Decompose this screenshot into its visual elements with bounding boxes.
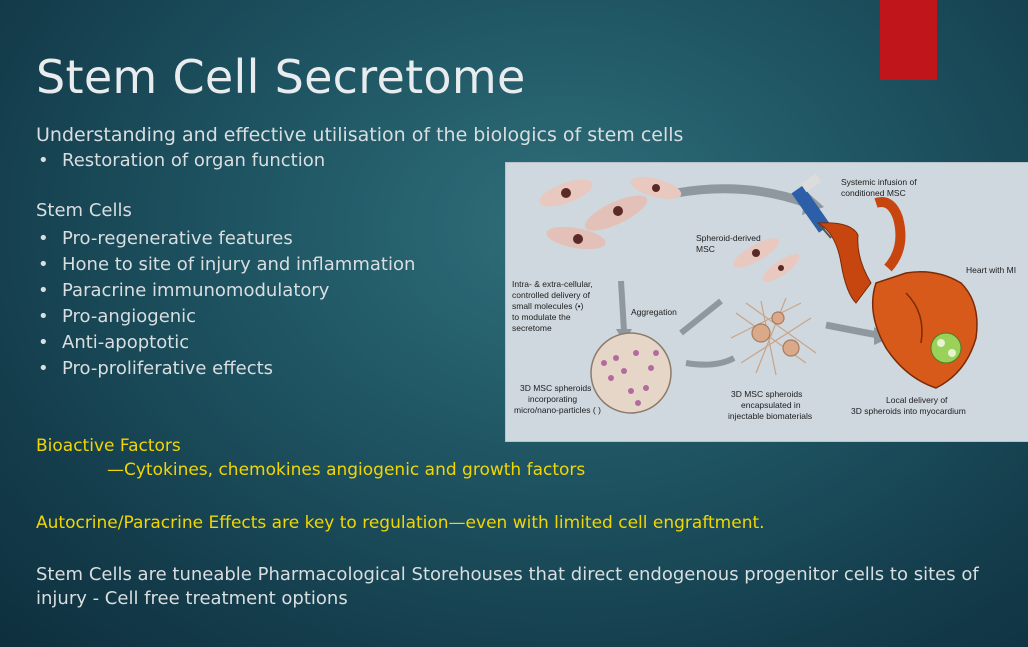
- arrow-to-derived: [679, 298, 723, 336]
- list-item: •Paracrine immunomodulatory: [36, 278, 415, 304]
- bullet-icon: •: [38, 280, 49, 301]
- bullet-icon: •: [38, 150, 49, 171]
- label-heart: Heart with MI: [966, 265, 1016, 275]
- label-intra-1: Intra- & extra-cellular,: [512, 279, 593, 289]
- bioactive-heading: Bioactive Factors: [36, 436, 181, 456]
- label-intra-4: to modulate the: [512, 312, 571, 322]
- label-local-1: Local delivery of: [886, 395, 948, 405]
- bullet-list-stem-cells: •Pro-regenerative features •Hone to site…: [36, 226, 415, 382]
- slide-subtitle: Understanding and effective utilisation …: [36, 124, 684, 146]
- label-encapsulated-1: 3D MSC spheroids: [731, 389, 802, 399]
- label-systemic-2: conditioned MSC: [841, 188, 906, 198]
- bullet-icon: •: [38, 358, 49, 379]
- autocrine-statement: Autocrine/Paracrine Effects are key to r…: [36, 513, 765, 533]
- biomaterial-mesh: [730, 297, 817, 376]
- label-encapsulated-3: injectable biomaterials: [728, 411, 812, 421]
- bullet-list-organ: •Restoration of organ function: [36, 148, 325, 174]
- accent-bar: [880, 0, 937, 80]
- label-spheroid-2: MSC: [696, 244, 715, 254]
- list-item: •Anti-apoptotic: [36, 330, 415, 356]
- bottom-statement: Stem Cells are tuneable Pharmacological …: [36, 564, 979, 609]
- heart-icon: [816, 197, 978, 389]
- bullet-icon: •: [38, 254, 49, 275]
- label-particles-1: 3D MSC spheroids: [520, 383, 591, 393]
- slide-title: Stem Cell Secretome: [36, 50, 526, 104]
- label-encapsulated-2: encapsulated in: [741, 400, 801, 410]
- arrow-to-encapsulated: [685, 355, 736, 368]
- label-particles-2: incorporating: [528, 394, 577, 404]
- msc-cells: [539, 177, 800, 282]
- figure-illustration: Systemic infusion of conditioned MSC Sph…: [512, 173, 1016, 421]
- list-item: •Hone to site of injury and inflammation: [36, 252, 415, 278]
- label-aggregation: Aggregation: [631, 307, 677, 317]
- spheroid-particles: [590, 332, 672, 414]
- list-item: •Pro-proliferative effects: [36, 356, 415, 382]
- label-intra-3: small molecules (•): [512, 301, 584, 311]
- label-intra-5: secretome: [512, 323, 552, 333]
- arrow-aggregation: [618, 280, 627, 332]
- bullet-icon: •: [38, 306, 49, 327]
- list-item: •Pro-angiogenic: [36, 304, 415, 330]
- list-item: •Pro-regenerative features: [36, 226, 415, 252]
- section-heading-stem-cells: Stem Cells: [36, 200, 132, 221]
- arrow-to-heart: [825, 321, 879, 339]
- bullet-icon: •: [38, 228, 49, 249]
- bullet-icon: •: [38, 332, 49, 353]
- label-intra-2: controlled delivery of: [512, 290, 591, 300]
- list-item: •Restoration of organ function: [36, 148, 325, 174]
- label-systemic-1: Systemic infusion of: [841, 177, 917, 187]
- label-particles-3: micro/nano-particles ( ): [514, 405, 601, 415]
- secretome-figure: Systemic infusion of conditioned MSC Sph…: [505, 162, 1028, 442]
- label-local-2: 3D spheroids into myocardium: [851, 406, 966, 416]
- arrow-to-infusion: [675, 184, 808, 208]
- label-spheroid-1: Spheroid-derived: [696, 233, 761, 243]
- bioactive-detail: —Cytokines, chemokines angiogenic and gr…: [107, 460, 586, 480]
- syringe-icon: [791, 173, 832, 239]
